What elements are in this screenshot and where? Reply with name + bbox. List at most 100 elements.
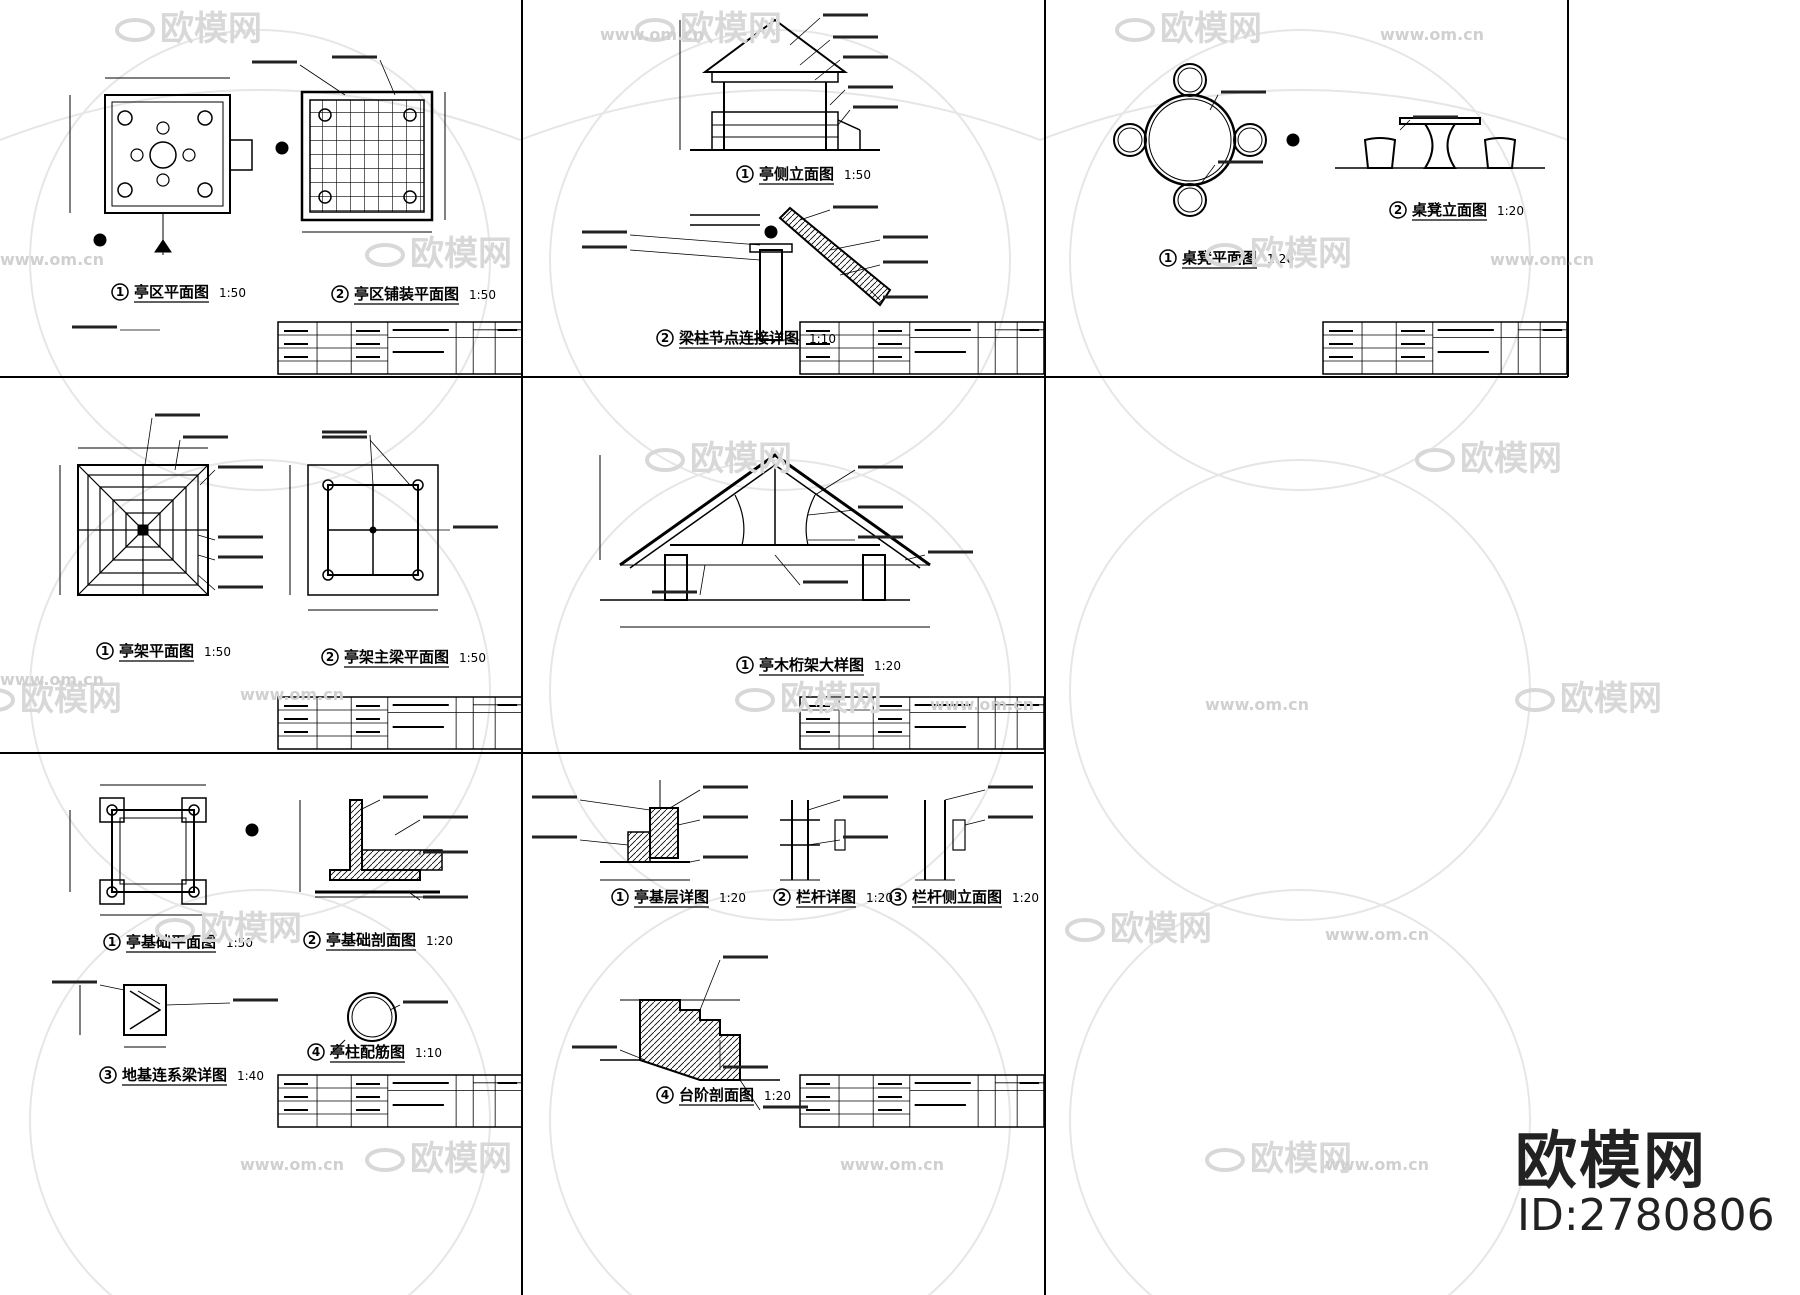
watermark-url: www.om.cn xyxy=(1490,250,1594,269)
caption-number-circle xyxy=(99,1066,117,1084)
caption-title: 亭木桁架大样图 xyxy=(759,656,864,674)
caption-number-circle xyxy=(656,329,674,347)
caption-number-circle xyxy=(307,1043,325,1061)
caption-title: 亭架平面图 xyxy=(119,642,194,660)
caption-number: 1 xyxy=(741,658,749,672)
watermark-logo: 欧模网 xyxy=(1065,909,1212,949)
watermark-url: www.om.cn xyxy=(1325,925,1429,944)
svg-text:欧模网: 欧模网 xyxy=(1560,679,1662,719)
caption-number: 1 xyxy=(116,285,124,299)
sheet-7 xyxy=(600,780,966,1081)
watermark-logo: 欧模网 xyxy=(645,439,792,479)
svg-text:欧模网: 欧模网 xyxy=(1250,1139,1352,1179)
caption-number: 1 xyxy=(1164,251,1172,265)
caption-number-circle xyxy=(321,648,339,666)
caption-number-circle xyxy=(889,888,907,906)
watermark-url: www.om.cn xyxy=(930,695,1034,714)
title-block xyxy=(277,1074,523,1128)
caption-title: 亭区平面图 xyxy=(134,283,209,301)
brand-id: ID:2780806 xyxy=(1517,1190,1775,1241)
caption-number-circle xyxy=(303,931,321,949)
svg-text:欧模网: 欧模网 xyxy=(1110,909,1212,949)
watermark-logo: 欧模网 xyxy=(635,9,782,49)
watermark-logo: 欧模网 xyxy=(0,679,122,719)
watermark-logo: 欧模网 xyxy=(1415,439,1562,479)
watermark-url: www.om.cn xyxy=(1380,25,1484,44)
watermark-logo: 欧模网 xyxy=(1205,1139,1352,1179)
caption-number-circle xyxy=(103,933,121,951)
caption-scale: 1:20 xyxy=(1012,891,1039,905)
caption-title: 亭基层详图 xyxy=(634,888,709,906)
caption-number: 2 xyxy=(326,650,334,664)
caption-number-circle xyxy=(96,642,114,660)
caption-number: 1 xyxy=(741,167,749,181)
caption-number: 3 xyxy=(104,1068,112,1082)
watermark-url: www.om.cn xyxy=(240,685,344,704)
caption-number: 2 xyxy=(336,287,344,301)
figure-caption: 4 台阶剖面图 1:20 xyxy=(656,1086,791,1106)
svg-text:欧模网: 欧模网 xyxy=(200,909,302,949)
svg-text:欧模网: 欧模网 xyxy=(20,679,122,719)
caption-scale: 1:10 xyxy=(809,332,836,346)
caption-scale: 1:20 xyxy=(719,891,746,905)
sheet-1 xyxy=(69,77,446,255)
caption-title: 栏杆侧立面图 xyxy=(912,888,1002,906)
title-blocks xyxy=(277,321,1568,1128)
caption-scale: 1:50 xyxy=(226,936,253,950)
watermark-url: www.om.cn xyxy=(0,670,104,689)
caption-number-circle xyxy=(736,656,754,674)
caption-title: 亭基础平面图 xyxy=(126,933,216,951)
caption-title: 桌凳立面图 xyxy=(1411,201,1487,219)
svg-text:欧模网: 欧模网 xyxy=(690,439,792,479)
sheet-6 xyxy=(69,784,443,1056)
svg-text:欧模网: 欧模网 xyxy=(1460,439,1562,479)
caption-number: 2 xyxy=(1394,203,1402,217)
svg-text:欧模网: 欧模网 xyxy=(780,679,882,719)
title-block xyxy=(799,321,1045,375)
watermark-url: www.om.cn xyxy=(1325,1155,1429,1174)
caption-number-circle xyxy=(1389,201,1407,219)
sheet-2 xyxy=(679,18,892,341)
caption-number: 4 xyxy=(661,1088,669,1102)
title-block xyxy=(799,696,1045,750)
svg-text:欧模网: 欧模网 xyxy=(1250,234,1352,274)
caption-title: 栏杆详图 xyxy=(796,888,856,906)
caption-scale: 1:50 xyxy=(459,651,486,665)
watermark-logo: 欧模网 xyxy=(1115,9,1262,49)
sheet-3 xyxy=(1113,63,1545,217)
caption-scale: 1:50 xyxy=(204,645,231,659)
sheet-5 xyxy=(599,453,931,628)
caption-scale: 1:50 xyxy=(844,168,871,182)
caption-title: 亭侧立面图 xyxy=(759,165,834,183)
title-block xyxy=(1322,321,1568,375)
svg-text:欧模网: 欧模网 xyxy=(160,9,262,49)
caption-title: 台阶剖面图 xyxy=(679,1086,754,1104)
caption-number-circle xyxy=(331,285,349,303)
title-block xyxy=(277,696,523,750)
watermark-logo: 欧模网 xyxy=(155,909,302,949)
caption-number-circle xyxy=(656,1086,674,1104)
watermark-logo: 欧模网 xyxy=(1205,234,1352,274)
caption-title: 亭区铺装平面图 xyxy=(354,285,459,303)
svg-text:欧模网: 欧模网 xyxy=(410,234,512,274)
caption-title: 地基连系梁详图 xyxy=(122,1066,227,1084)
watermarks: 欧模网欧模网欧模网欧模网欧模网欧模网欧模网欧模网欧模网欧模网欧模网欧模网欧模网欧… xyxy=(0,9,1662,1179)
caption-scale: 1:10 xyxy=(415,1046,442,1060)
caption-scale: 1:20 xyxy=(764,1089,791,1103)
watermark-logo: 欧模网 xyxy=(365,234,512,274)
caption-scale: 1:20 xyxy=(866,891,893,905)
watermark-logo: 欧模网 xyxy=(1515,679,1662,719)
watermark-url: www.om.cn xyxy=(0,250,104,269)
svg-text:欧模网: 欧模网 xyxy=(680,9,782,49)
brand-name: 欧模网 xyxy=(1515,1124,1708,1197)
